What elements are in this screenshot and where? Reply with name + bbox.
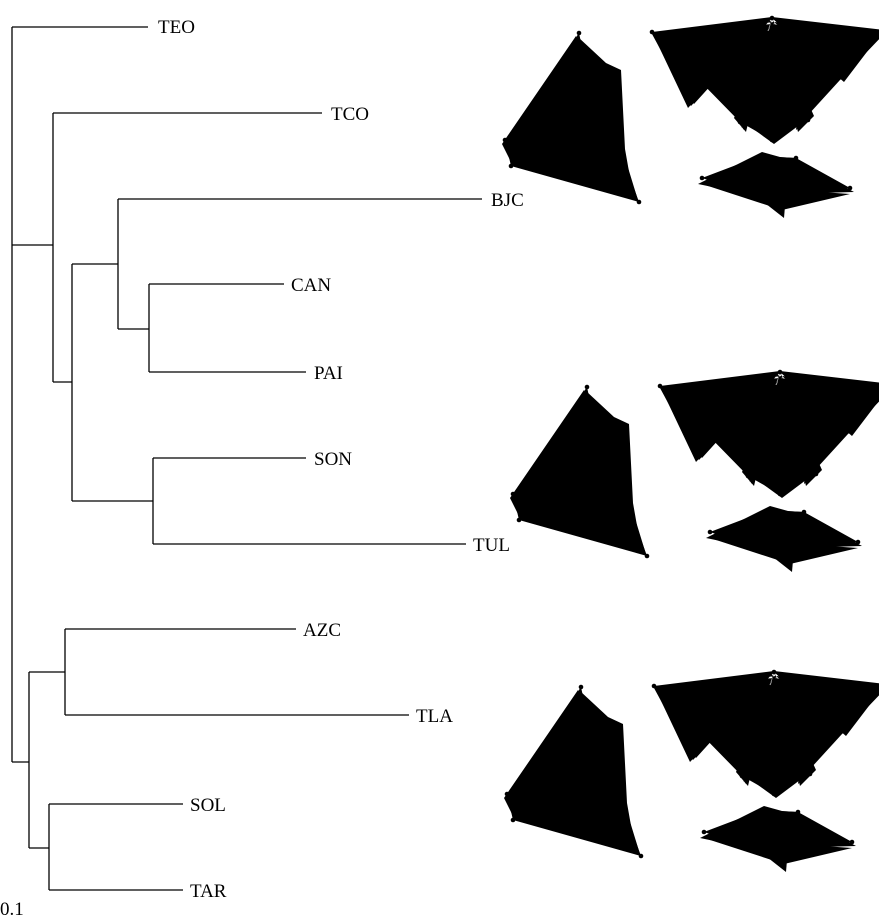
wing-shape-panel-middle	[510, 369, 879, 572]
taxon-label-tul: TUL	[473, 535, 510, 556]
taxon-label-son: SON	[314, 449, 352, 470]
wing-shape-panel-bottom	[504, 669, 879, 872]
taxon-label-sol: SOL	[190, 795, 226, 816]
taxon-label-pai: PAI	[314, 363, 343, 384]
wing-shape-panel-top	[502, 15, 879, 219]
taxon-label-azc: AZC	[303, 620, 341, 641]
phylogenetic-tree	[11, 26, 482, 891]
scale-label: 0.1	[0, 899, 24, 919]
taxon-label-tar: TAR	[190, 881, 227, 902]
taxon-label-bjc: BJC	[491, 190, 524, 211]
taxon-label-tco: TCO	[331, 104, 369, 125]
taxon-label-teo: TEO	[158, 17, 195, 38]
taxon-label-can: CAN	[291, 275, 331, 296]
taxon-label-tla: TLA	[416, 706, 453, 727]
